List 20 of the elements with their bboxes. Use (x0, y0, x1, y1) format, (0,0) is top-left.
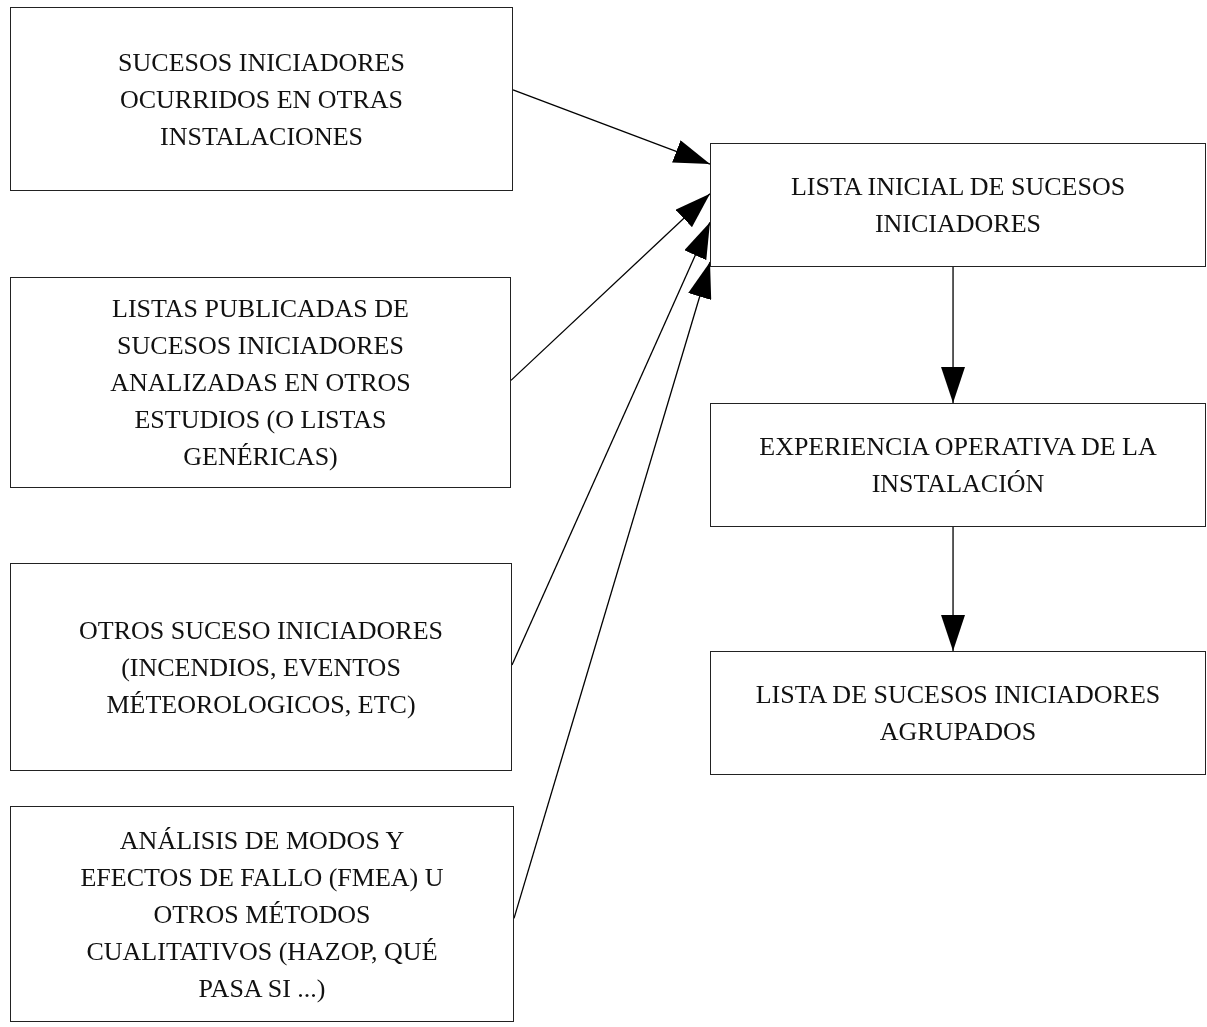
arrow (512, 89, 711, 165)
box-label: LISTA DE SUCESOS INICIADORES AGRUPADOS (755, 679, 1161, 748)
arrow (510, 193, 711, 382)
arrow (941, 526, 966, 652)
process-box (10, 806, 514, 1022)
box-label: LISTAS PUBLICADAS DE SUCESOS INICIADORES ANALIZADAS EN OTROS ESTUDIOS (O LISTAS GENÉRICAS) (109, 293, 412, 473)
box-label: EXPERIENCIA OPERATIVA DE LA INSTALACIÓN (758, 431, 1158, 500)
box-label: LISTA INICIAL DE SUCESOS INICIADORES (789, 171, 1127, 240)
process-box (10, 277, 511, 488)
arrow (941, 266, 966, 404)
box-label: ANÁLISIS DE MODOS Y EFECTOS DE FALLO (FMEA) U OTROS MÉTODOS CUALITATIVOS (HAZOP, QUÉ PASA SI ...) (79, 824, 445, 1005)
process-box (710, 651, 1206, 775)
arrow (511, 221, 711, 666)
process-box (710, 143, 1206, 267)
arrow (513, 261, 712, 919)
box-label: SUCESOS INICIADORES OCURRIDOS EN OTRAS INSTALACIONES (117, 46, 406, 153)
process-box (10, 563, 512, 771)
process-box (710, 403, 1206, 527)
process-box (10, 7, 513, 191)
box-label: OTROS SUCESO INICIADORES (INCENDIOS, EVENTOS MÉTEOROLOGICOS, ETC) (77, 614, 444, 721)
